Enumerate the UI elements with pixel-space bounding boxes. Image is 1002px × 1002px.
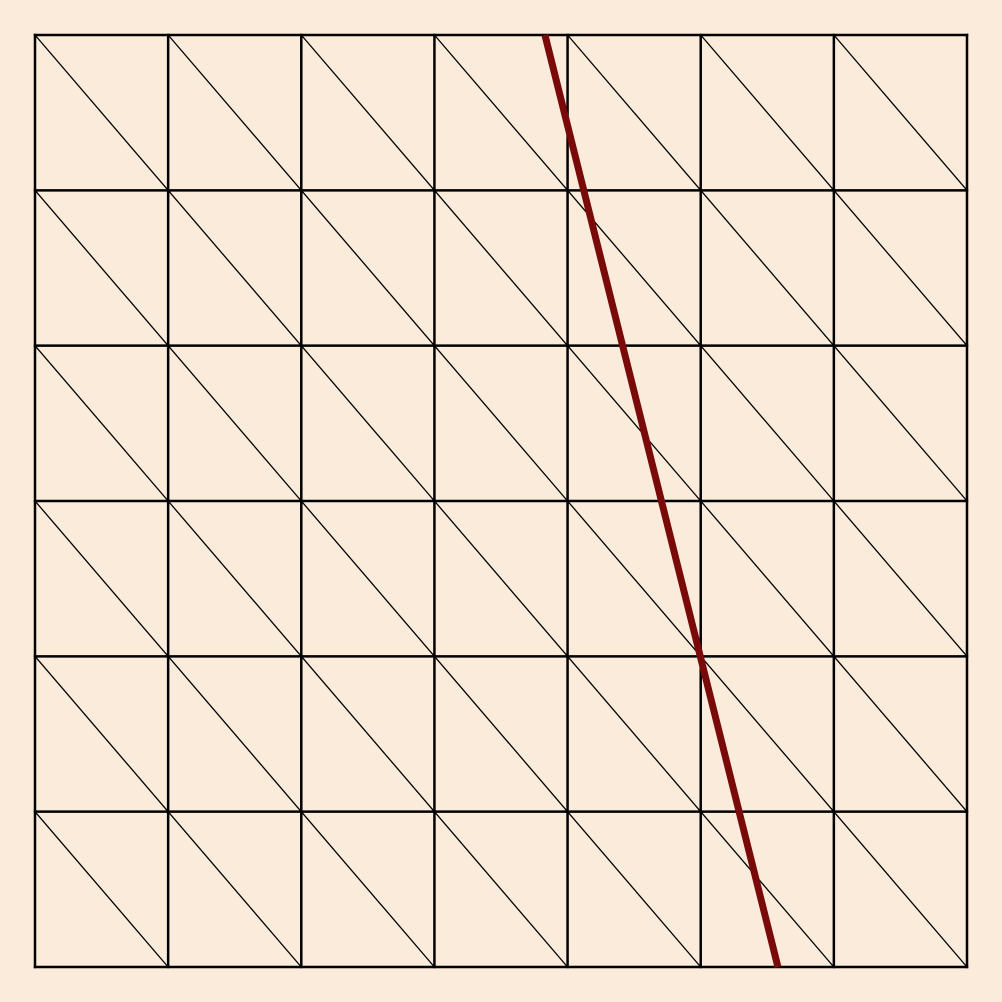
cell-diagonal — [833, 655, 968, 813]
cell-diagonal — [700, 189, 835, 347]
cell-diagonal — [167, 34, 302, 191]
cut-line-group — [541, 34, 782, 968]
cell-diagonal — [167, 811, 302, 968]
mesh-grid — [33, 33, 969, 969]
cell-diagonal — [567, 500, 702, 657]
cell-diagonal — [300, 189, 435, 347]
cell-diagonal — [833, 345, 968, 502]
cell-diagonal — [700, 655, 835, 813]
cell-diagonal — [34, 34, 169, 191]
cell-diagonal — [700, 34, 835, 191]
cell-diagonal — [433, 811, 569, 968]
cell-diagonal — [433, 34, 569, 191]
cell-diagonal — [833, 500, 968, 657]
cell-diagonal — [300, 811, 435, 968]
cell-diagonal — [433, 500, 569, 657]
triangle-diagonals — [34, 34, 968, 968]
cell-diagonal — [167, 345, 302, 502]
cell-diagonal — [34, 500, 169, 657]
cell-diagonal — [700, 345, 835, 502]
cell-diagonal — [34, 655, 169, 813]
cell-diagonal — [300, 500, 435, 657]
cell-diagonal — [700, 811, 835, 968]
cell-diagonal — [567, 34, 702, 191]
cell-diagonal — [567, 655, 702, 813]
cell-diagonal — [833, 811, 968, 968]
cell-diagonal — [34, 345, 169, 502]
cell-diagonal — [167, 655, 302, 813]
cell-diagonal — [567, 345, 702, 502]
cell-diagonal — [300, 345, 435, 502]
cut-line — [541, 34, 782, 968]
cell-diagonal — [300, 34, 435, 191]
cell-diagonal — [34, 811, 169, 968]
cell-diagonal — [433, 189, 569, 347]
cell-diagonal — [167, 500, 302, 657]
cell-diagonal — [34, 189, 169, 347]
cell-diagonal — [433, 655, 569, 813]
cell-diagonal — [833, 34, 968, 191]
cell-diagonal — [833, 189, 968, 347]
cell-diagonal — [433, 345, 569, 502]
cell-diagonal — [300, 655, 435, 813]
cell-diagonal — [567, 811, 702, 968]
cell-diagonal — [700, 500, 835, 657]
cell-diagonal — [167, 189, 302, 347]
